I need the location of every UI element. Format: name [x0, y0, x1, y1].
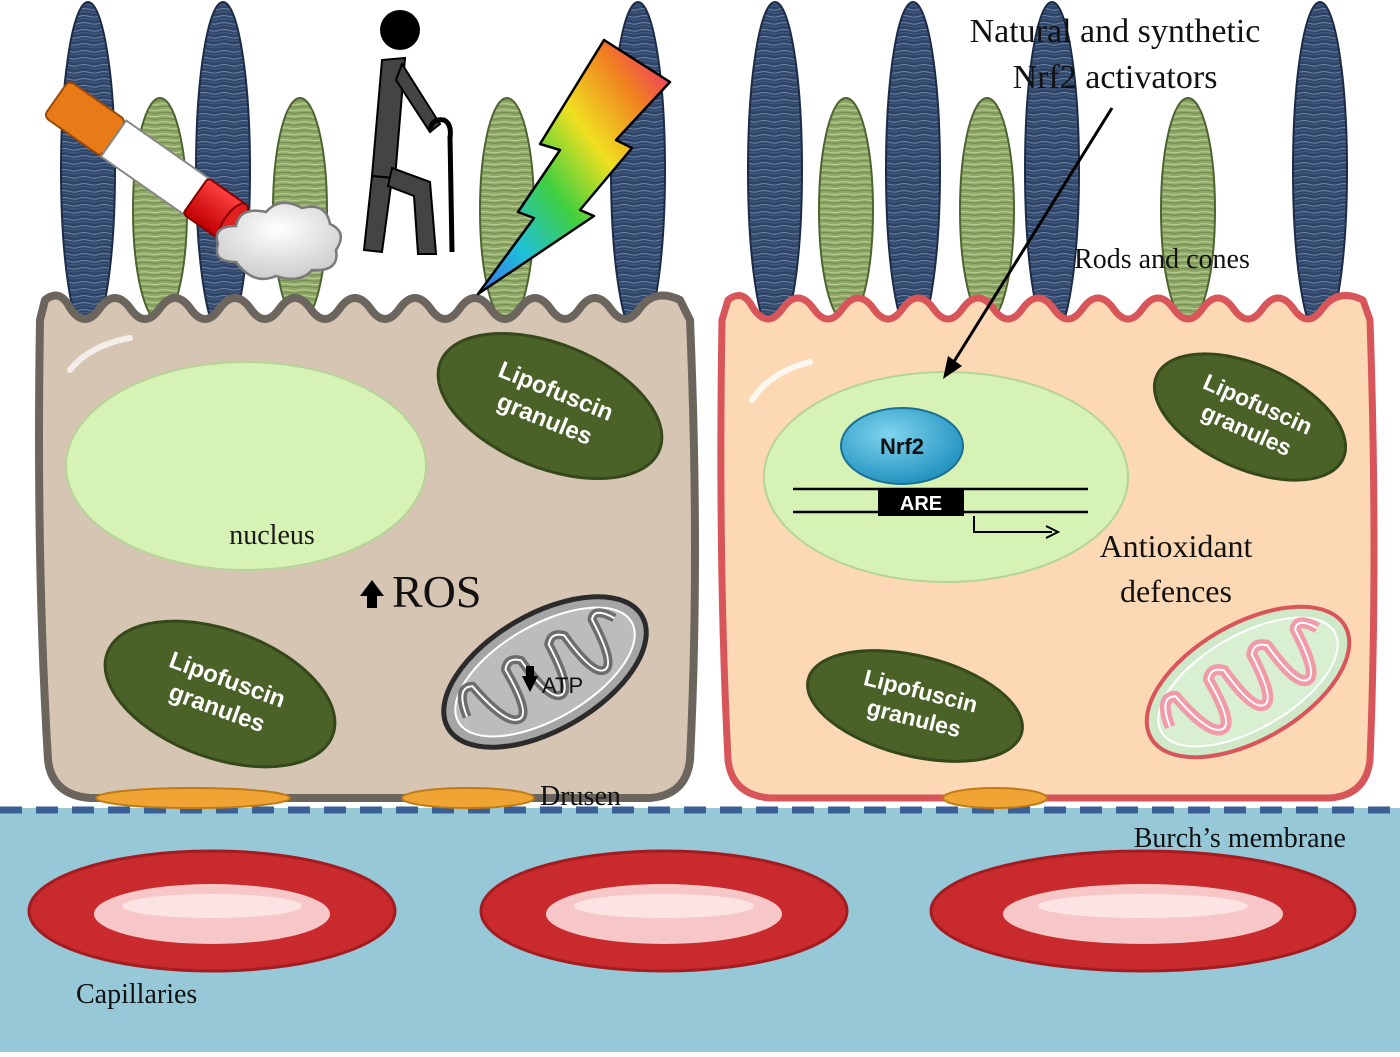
arrow-down-icon	[522, 666, 538, 692]
smoke-cloud-icon	[215, 201, 343, 281]
are-element-box	[878, 488, 964, 516]
capillary-right	[929, 849, 1357, 973]
capillary-left	[27, 849, 397, 973]
nucleus-damaged	[65, 361, 427, 571]
lipofuscin-granule-right-bottom: Lipofuscin granules	[806, 649, 1024, 763]
drusen-label: Drusen	[540, 781, 621, 812]
mitochondrion-damaged	[441, 594, 649, 750]
lipofuscin-granule-left-bottom: Lipofuscin granules	[103, 619, 337, 769]
nucleus-label: nucleus	[229, 520, 315, 551]
lipofuscin-granule-left-top: Lipofuscin granules	[436, 331, 664, 481]
activators-label-line1: Natural and synthetic	[970, 13, 1261, 50]
activator-arrow	[948, 107, 1114, 369]
transcription-arrow	[973, 516, 1052, 533]
arrow-up-icon	[360, 580, 384, 608]
rods	[60, 1, 1348, 339]
antioxidant-label-line2: defences	[1120, 573, 1232, 609]
burchs-membrane-label: Burch’s membrane	[1134, 823, 1346, 854]
transcription-arrowhead-icon	[1045, 525, 1061, 539]
nucleus-healthy	[763, 371, 1129, 583]
capillary-middle	[479, 849, 849, 973]
lipofuscin-granule-right-top: Lipofuscin granules	[1152, 352, 1348, 482]
atp-label: ATP	[542, 673, 583, 698]
rods-and-cones-label: Rods and cones	[1074, 244, 1250, 275]
capillaries-label: Capillaries	[76, 979, 197, 1010]
antioxidant-label-line1: Antioxidant	[1100, 528, 1253, 564]
elderly-person-with-cane-icon	[362, 10, 455, 255]
mitochondrion-healthy	[1144, 604, 1352, 760]
activator-arrowhead-icon	[943, 356, 962, 379]
nrf2-label: Nrf2	[880, 434, 924, 459]
cigarette-icon	[45, 81, 249, 243]
are-label: ARE	[900, 493, 942, 515]
ros-label: ROS	[392, 566, 481, 617]
drusen-deposits	[95, 787, 1048, 809]
activators-label-line2: Nrf2 activators	[1013, 59, 1218, 96]
rainbow-lightning-bolt-icon	[476, 38, 672, 296]
nrf2-protein	[840, 407, 964, 485]
